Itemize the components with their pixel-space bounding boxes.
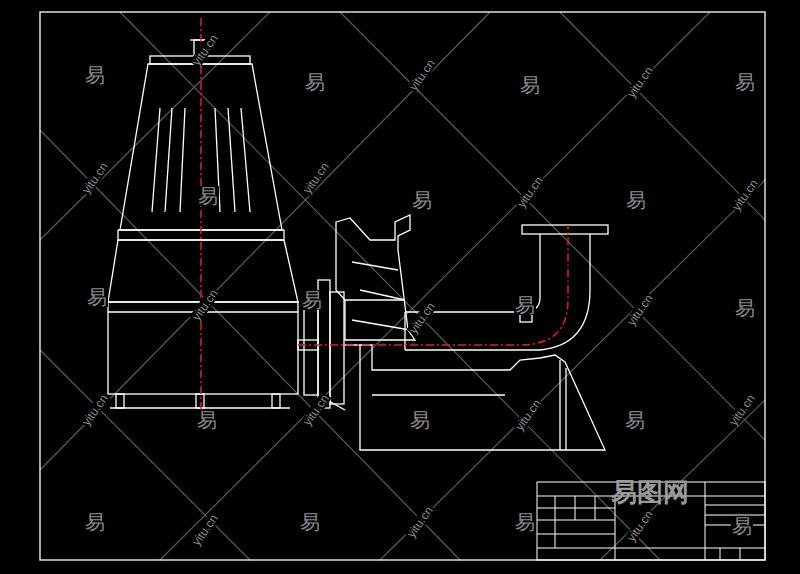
watermark: 易 [197, 186, 219, 206]
watermark: 易 [514, 295, 536, 315]
discharge-elbow [405, 225, 608, 350]
watermark-url: yitu.cn [727, 392, 758, 429]
watermark-url: yitu.cn [515, 174, 546, 211]
watermark-url: yitu.cn [190, 512, 221, 549]
watermark: 易 [734, 298, 756, 318]
watermark-url: yitu.cn [407, 57, 438, 94]
watermark: 易 [196, 410, 218, 430]
watermark: 易 [304, 72, 326, 92]
watermark-url: yitu.cn [80, 160, 111, 197]
watermark-url: yitu.cn [190, 287, 221, 324]
watermark-url: yitu.cn [513, 397, 544, 434]
pump-motor [108, 40, 298, 408]
center-line [201, 18, 568, 418]
drawing-frame [40, 12, 765, 560]
guide-bracket [336, 215, 415, 340]
watermark-url: yitu.cn [625, 508, 656, 545]
pump-base [345, 345, 605, 450]
watermark-url: yitu.cn [625, 64, 656, 101]
watermark: 易 [411, 190, 433, 210]
watermark-url: yitu.cn [190, 32, 221, 69]
watermark: 易 [409, 410, 431, 430]
watermark: 易 [519, 75, 541, 95]
watermark: 易 [625, 190, 647, 210]
watermark: 易 [299, 512, 321, 532]
watermark-url: yitu.cn [625, 292, 656, 329]
watermark-url: yitu.cn [407, 300, 438, 337]
watermark: 易 [84, 512, 106, 532]
watermark: 易 [624, 410, 646, 430]
watermark-grid [40, 12, 765, 560]
watermark-url: yitu.cn [730, 177, 761, 214]
watermark: 易 [86, 287, 108, 307]
watermark: 易 [731, 516, 753, 536]
watermark: 易 [514, 512, 536, 532]
watermark-url: yitu.cn [405, 504, 436, 541]
watermark-logo: 易图网 [610, 479, 690, 505]
watermark-url: yitu.cn [301, 160, 332, 197]
watermark-url: yitu.cn [301, 392, 332, 429]
watermark: 易 [301, 290, 323, 310]
watermark-url: yitu.cn [80, 392, 111, 429]
watermark: 易 [734, 72, 756, 92]
watermark: 易 [84, 65, 106, 85]
